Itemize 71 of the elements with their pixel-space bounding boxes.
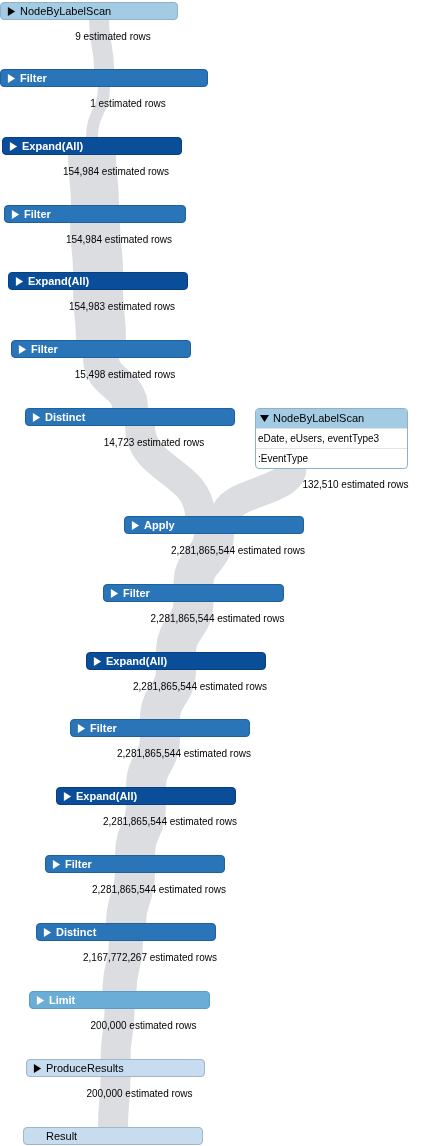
operator-name: Filter xyxy=(24,206,51,222)
operator-name: Expand(All) xyxy=(106,653,168,669)
operator-name: Filter xyxy=(65,856,92,872)
operator-box xyxy=(11,340,191,358)
row-estimate: 2,281,865,544 estimated rows xyxy=(171,545,305,556)
row-estimate: 2,281,865,544 estimated rows xyxy=(103,816,237,827)
flow-band xyxy=(83,356,148,410)
row-estimate: 200,000 estimated rows xyxy=(86,1088,193,1099)
row-estimate: 2,281,865,544 estimated rows xyxy=(150,613,285,624)
operator-name: Expand(All) xyxy=(28,273,90,289)
operator-name: Distinct xyxy=(45,409,86,425)
operator-box xyxy=(56,787,236,805)
row-estimate: 14,723 estimated rows xyxy=(103,437,205,448)
row-estimate: 2,281,865,544 estimated rows xyxy=(133,681,267,692)
flow-band xyxy=(98,1076,131,1128)
operator-box xyxy=(2,137,182,155)
operator-box xyxy=(23,1127,203,1145)
flow-band xyxy=(140,668,196,721)
row-estimate: 9 estimated rows xyxy=(75,31,151,42)
operator-name: ProduceResults xyxy=(46,1060,124,1076)
detail-row: :EventType xyxy=(256,448,407,468)
row-estimate: 2,281,865,544 estimated rows xyxy=(117,748,251,759)
operator-name: NodeByLabelScan xyxy=(273,411,365,427)
flow-band xyxy=(70,222,123,273)
row-estimate: 132,510 estimated rows xyxy=(302,479,409,490)
row-estimate: 154,983 estimated rows xyxy=(68,301,176,312)
row-estimate: 2,167,772,267 estimated rows xyxy=(83,952,217,963)
detail-row: eDate, eUsers, eventType3 xyxy=(256,428,407,448)
operator-name: Filter xyxy=(31,341,58,357)
operator-name: Filter xyxy=(90,720,117,736)
operator-box xyxy=(4,205,186,223)
operator-box xyxy=(86,652,266,670)
operator-box xyxy=(26,1059,205,1077)
row-estimate: 154,984 estimated rows xyxy=(65,234,173,245)
flow-band xyxy=(86,86,110,138)
operator-box xyxy=(124,516,304,534)
flow-band xyxy=(89,19,114,70)
flow-band xyxy=(125,424,215,518)
operator-name: Apply xyxy=(144,517,175,533)
operator-box xyxy=(0,2,178,20)
flow-band xyxy=(73,289,126,341)
flow-band xyxy=(106,872,155,924)
flow-band xyxy=(102,940,143,992)
operator-name: Filter xyxy=(20,70,47,86)
operator-name: Result xyxy=(46,1128,78,1144)
operator-box xyxy=(25,408,235,426)
row-estimate: 2,281,865,544 estimated rows xyxy=(92,884,226,895)
operator-box xyxy=(8,272,188,290)
flow-band xyxy=(173,532,234,586)
operator-box xyxy=(70,719,250,737)
operator-name: Expand(All) xyxy=(22,138,84,154)
flow-band xyxy=(68,154,119,206)
operator-card xyxy=(255,408,408,469)
operator-box xyxy=(0,69,208,87)
operator-box xyxy=(36,923,216,941)
operator-name: Distinct xyxy=(56,924,97,940)
operator-box xyxy=(103,584,284,602)
row-estimate: 1 estimated rows xyxy=(90,98,166,109)
operator-box xyxy=(45,855,225,873)
flow-band xyxy=(126,736,180,788)
operator-name: NodeByLabelScan xyxy=(20,3,112,19)
row-estimate: 154,984 estimated rows xyxy=(62,166,170,177)
operator-name: Limit xyxy=(49,992,76,1008)
flow-band xyxy=(100,1008,135,1060)
operator-box xyxy=(29,991,210,1009)
operator-name: Filter xyxy=(123,585,150,601)
flow-band xyxy=(156,600,214,654)
row-estimate: 15,498 estimated rows xyxy=(74,369,176,380)
flow-band xyxy=(115,804,166,856)
operator-name: Expand(All) xyxy=(76,788,138,804)
row-estimate: 200,000 estimated rows xyxy=(90,1020,197,1031)
